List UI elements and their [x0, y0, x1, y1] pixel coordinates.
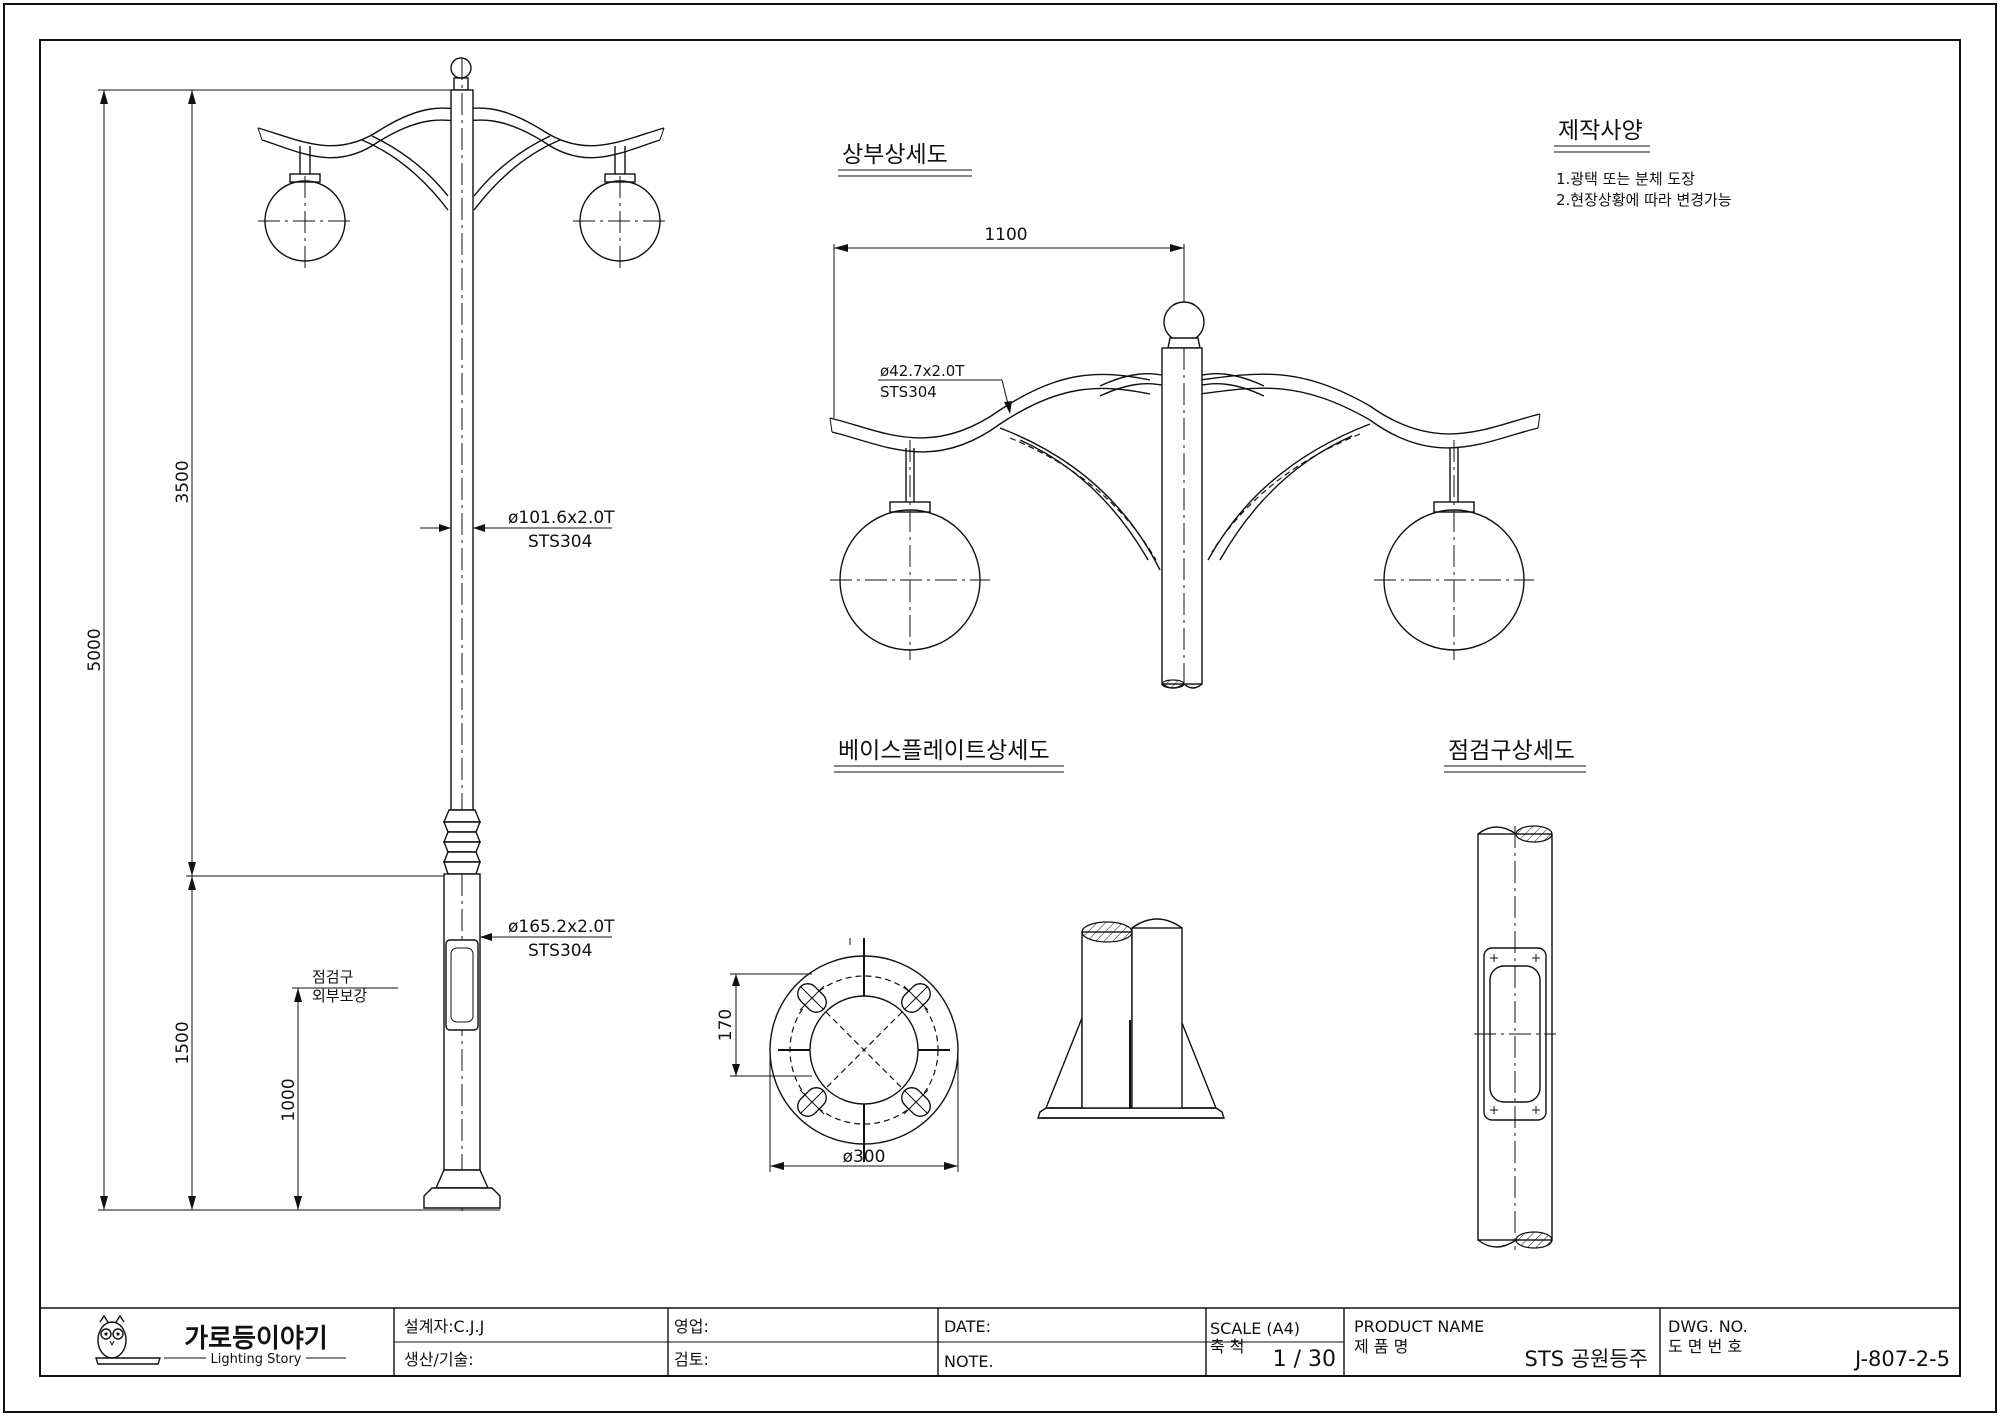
note-line-1: 1.광택 또는 분체 도장 [1556, 170, 1695, 188]
tb-production: 생산/기술: [404, 1350, 474, 1369]
lower-pipe-spec: ø165.2x2.0T [508, 917, 615, 937]
tb-product-value: STS 공원등주 [1525, 1347, 1648, 1371]
inspection-label-1: 점검구 [312, 968, 353, 986]
tb-designer: 설계자:C.J.J [404, 1317, 484, 1336]
lower-pipe-material: STS304 [528, 941, 592, 961]
inspection-label-2: 외부보강 [312, 987, 367, 1005]
tb-scale-label: SCALE (A4) [1210, 1319, 1300, 1338]
upper-pipe-material: STS304 [528, 532, 592, 552]
pole-collar [442, 809, 482, 875]
dim-bolt-spacing: 170 [716, 1009, 736, 1041]
drawing-frame [39, 39, 1961, 1377]
tb-note: NOTE. [944, 1352, 994, 1371]
title-inspection: 점검구상세도 [1448, 738, 1575, 764]
pole-base [434, 1169, 490, 1189]
logo-sub: Lighting Story [210, 1352, 301, 1367]
arm-pipe-spec: ø42.7x2.0T [880, 362, 965, 380]
top-detail-drawing [829, 244, 1541, 690]
tb-dwg-label-kr: 도 면 번 호 [1668, 1337, 1742, 1356]
tb-sales: 영업: [674, 1317, 709, 1336]
note-line-2: 2.현장상황에 따라 변경가능 [1556, 191, 1732, 209]
dim-total-height: 5000 [85, 628, 105, 671]
tb-scale-label-kr: 축 척 [1210, 1337, 1245, 1356]
title-block [40, 1307, 1960, 1376]
tb-date: DATE: [944, 1317, 991, 1336]
tb-dwg-label: DWG. NO. [1668, 1317, 1748, 1336]
tb-product-label-kr: 제 품 명 [1354, 1337, 1408, 1356]
finial-ball [450, 57, 472, 79]
title-top-detail: 상부상세도 [842, 142, 948, 168]
owl-logo-icon [95, 1314, 161, 1365]
pole-section [1161, 347, 1203, 685]
tb-dwg-value: J-807-2-5 [1853, 1347, 1950, 1371]
upper-pipe-spec: ø101.6x2.0T [508, 508, 615, 528]
tb-scale-value: 1 / 30 [1273, 1347, 1336, 1372]
inspection-door [445, 939, 479, 1031]
notes-title: 제작사양 [1558, 118, 1643, 144]
base-plate-perspective [1037, 918, 1225, 1119]
elevation-dimensions [98, 89, 612, 1211]
dim-upper-height: 3500 [173, 460, 193, 503]
dim-plate-diameter: ø300 [843, 1147, 886, 1167]
pole-elevation [257, 57, 667, 1212]
dim-inspection-height: 1000 [279, 1078, 299, 1121]
finial-ball-detail [1163, 301, 1205, 343]
arm-pipe-material: STS304 [880, 383, 937, 401]
outer-border [3, 3, 1997, 1413]
title-base-plate: 베이스플레이트상세도 [838, 738, 1050, 764]
dim-lower-height: 1500 [173, 1021, 193, 1064]
tb-product-label: PRODUCT NAME [1354, 1317, 1484, 1336]
tb-review: 검토: [674, 1350, 709, 1369]
inspection-door-detail [1474, 825, 1556, 1250]
base-plate-plan [730, 938, 959, 1172]
dim-arm-span: 1100 [984, 225, 1027, 245]
logo-main: 가로등이야기 [184, 1324, 328, 1354]
